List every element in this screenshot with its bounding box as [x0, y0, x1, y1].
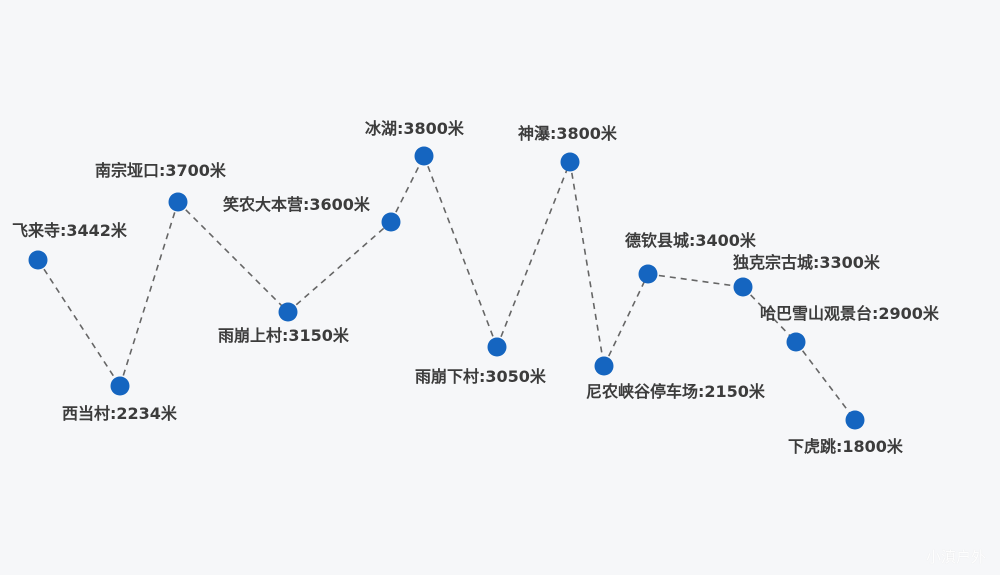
- point-label: 尼农峡谷停车场:2150米: [586, 382, 766, 401]
- point-marker: [560, 152, 580, 172]
- connector-line: [603, 273, 649, 367]
- point-marker: [638, 264, 658, 284]
- point-marker: [381, 212, 401, 232]
- point-label: 冰湖:3800米: [365, 119, 465, 138]
- point-label: 西当村:2234米: [62, 404, 178, 423]
- watermark: 小滇户外: [925, 548, 986, 566]
- point-marker: [414, 146, 434, 166]
- point-label: 独克宗古城:3300米: [733, 253, 881, 272]
- point-marker: [786, 332, 806, 352]
- point-marker: [845, 410, 865, 430]
- connector-line: [496, 161, 571, 348]
- connector-line: [177, 201, 289, 313]
- point-label: 南宗垭口:3700米: [95, 161, 227, 180]
- point-marker: [487, 337, 507, 357]
- point-label: 笑农大本营:3600米: [223, 195, 371, 214]
- connector-line: [119, 201, 179, 387]
- point-label: 飞来寺:3442米: [12, 221, 128, 240]
- point-label: 雨崩上村:3150米: [218, 326, 350, 345]
- point-label: 雨崩下村:3050米: [415, 367, 547, 386]
- connector-line: [287, 221, 392, 313]
- point-label: 德钦县城:3400米: [625, 231, 757, 250]
- point-marker: [733, 277, 753, 297]
- point-marker: [278, 302, 298, 322]
- point-marker: [28, 250, 48, 270]
- point-marker: [594, 356, 614, 376]
- connector-line: [37, 259, 121, 387]
- connector-line: [423, 155, 498, 348]
- connector-line: [390, 155, 425, 223]
- connector-line: [569, 161, 605, 367]
- point-label: 哈巴雪山观景台:2900米: [760, 304, 940, 323]
- point-label: 神瀑:3800米: [518, 124, 618, 143]
- connector-line: [647, 273, 744, 288]
- connector-line: [742, 286, 797, 343]
- connector-line: [795, 341, 856, 421]
- point-label: 下虎跳:1800米: [788, 437, 904, 456]
- point-marker: [168, 192, 188, 212]
- point-marker: [110, 376, 130, 396]
